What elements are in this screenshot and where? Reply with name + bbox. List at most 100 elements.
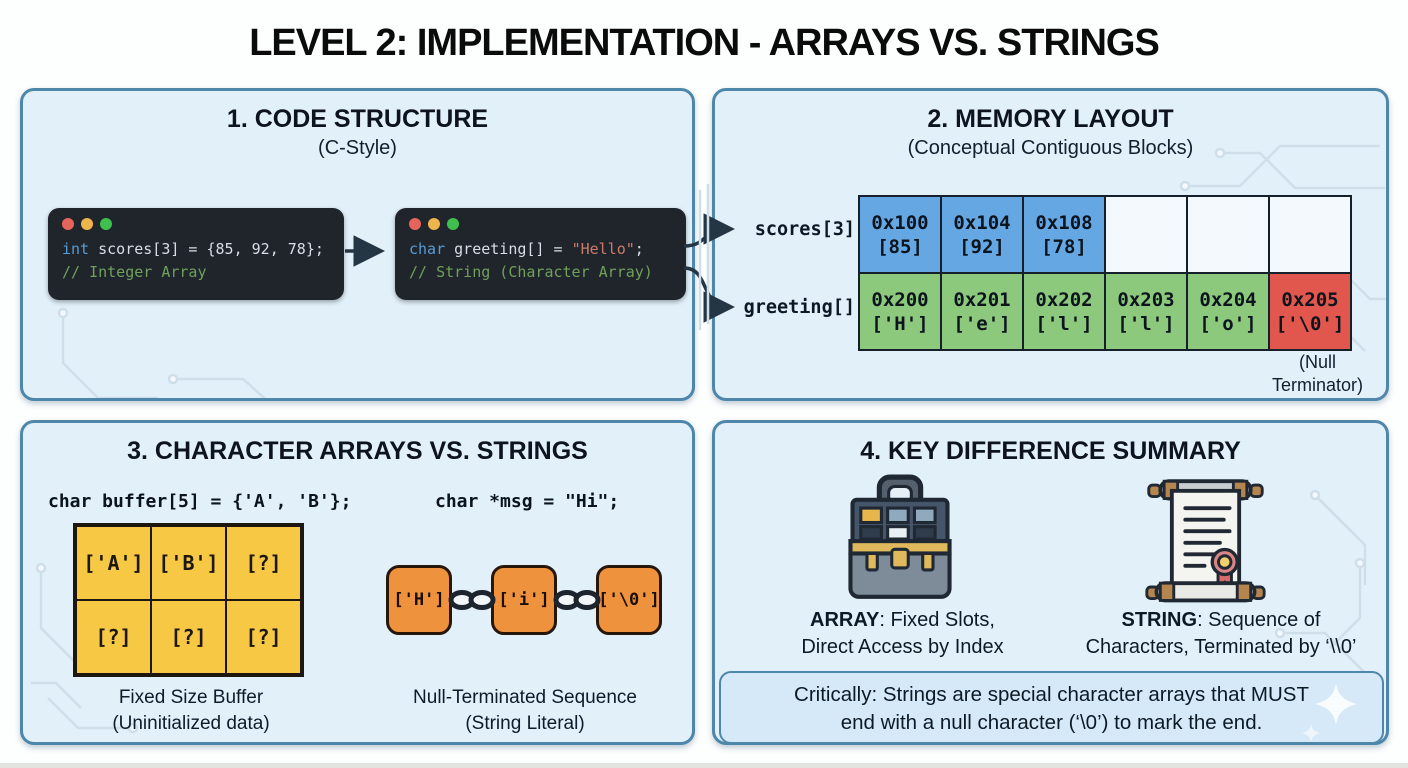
memory-cell-null-terminator: 0x205['\0'] [1269,273,1351,350]
memory-cell: 0x201['e'] [941,273,1023,350]
cell-value: ['e'] [953,312,1011,335]
null-note-line2: Terminator) [1271,375,1364,395]
cell-value: ['\0'] [1275,312,1345,335]
memory-table: 0x100[85] 0x104[92] 0x108[78] 0x200['H']… [858,195,1352,351]
string-summary-line1: STRING: Sequence of [1060,607,1382,634]
buffer-caption-line2: (Uninitialized data) [112,713,270,734]
buffer-cell: [?] [226,526,301,600]
code-line-int: int scores[3] = {85, 92, 78}; [62,238,330,261]
memory-row-label-scores: scores[3] [754,219,855,240]
memory-cell-empty [1269,196,1351,273]
buffer-cell: ['B'] [151,526,226,600]
window-buttons [409,218,672,230]
cell-address: 0x202 [1035,288,1093,311]
cell-value: [92] [959,235,1005,258]
cell-address: 0x201 [953,288,1011,311]
code-window-int-array: int scores[3] = {85, 92, 78}; // Integer… [48,208,344,300]
buffer-cell: ['A'] [76,526,151,600]
chain-node: ['H'] [386,565,452,635]
cell-address: 0x204 [1199,288,1257,311]
panel1-title: 1. CODE STRUCTURE [226,105,489,133]
cell-value: ['o'] [1199,312,1257,335]
string-term: STRING [1121,609,1198,631]
window-dot-yellow-icon [428,218,440,230]
code-comment-char: // String (Character Array) [409,263,653,281]
keyword-int: int [62,240,90,258]
cell-value: ['l'] [1035,312,1093,335]
memory-cell: 0x202['l'] [1023,273,1105,350]
panel-char-arrays-vs-strings: 3. CHARACTER ARRAYS VS. STRINGS char buf… [20,420,695,745]
string-desc: : Sequence of [1197,609,1321,631]
cell-address: 0x205 [1281,288,1339,311]
chain-caption-line1: Null-Terminated Sequence [413,687,637,708]
memory-row-label-greeting: greeting[] [743,297,855,318]
array-summary-line2: Direct Access by Index [801,636,1004,658]
code-buffer-declaration: char buffer[5] = {'A', 'B'}; [48,491,352,512]
cell-address: 0x108 [1035,211,1093,234]
panel2-title: 2. MEMORY LAYOUT [927,105,1174,133]
fixed-buffer-grid: ['A'] ['B'] [?] [?] [?] [?] [73,523,304,677]
code-window-char-array: char greeting[] = "Hello"; // String (Ch… [395,208,686,300]
code-body: greeting[] = [445,240,572,258]
memory-cell: 0x108[78] [1023,196,1105,273]
window-dot-red-icon [409,218,421,230]
buffer-caption-line1: Fixed Size Buffer [118,687,264,708]
window-buttons [62,218,330,230]
buffer-caption: Fixed Size Buffer (Uninitialized data) [61,685,321,737]
cell-address: 0x203 [1117,288,1175,311]
memory-cell: 0x104[92] [941,196,1023,273]
memory-cell-empty [1187,196,1269,273]
code-pointer-declaration: char *msg = "Hi"; [435,491,620,512]
memory-cell: 0x203['l'] [1105,273,1187,350]
array-summary: ARRAY: Fixed Slots, Direct Access by Ind… [745,607,1060,661]
buffer-cell: [?] [226,600,301,674]
chain-caption: Null-Terminated Sequence (String Literal… [375,685,675,737]
buffer-cell: [?] [76,600,151,674]
chain-node: ['\0'] [596,565,662,635]
string-literal: "Hello" [571,240,635,258]
keyword-char: char [409,240,446,258]
chain-node: ['i'] [491,565,557,635]
panel-key-difference-summary: 4. KEY DIFFERENCE SUMMARY [712,420,1389,745]
chain-link-icon [448,590,496,610]
cell-value: ['H'] [871,312,929,335]
window-dot-green-icon [447,218,459,230]
panel2-subtitle: (Conceptual Contiguous Blocks) [907,137,1194,159]
panel4-title: 4. KEY DIFFERENCE SUMMARY [860,437,1241,465]
panel3-title: 3. CHARACTER ARRAYS VS. STRINGS [127,437,588,465]
code-body: scores[3] = {85, 92, 78}; [89,240,324,258]
chain-caption-line2: (String Literal) [465,713,585,734]
string-summary-line2: Characters, Terminated by ‘\\0’ [1085,636,1357,658]
critical-note-line1: Critically: Strings are special characte… [794,683,1309,706]
window-dot-red-icon [62,218,74,230]
cell-value: [78] [1041,235,1087,258]
panel1-subtitle: (C-Style) [318,137,397,159]
cell-address: 0x200 [871,288,929,311]
cell-value: ['l'] [1117,312,1175,335]
critical-note-box: Critically: Strings are special characte… [719,671,1384,744]
scroll-icon [1145,479,1266,603]
null-terminator-note: (Null Terminator) [1210,351,1408,397]
cell-value: [85] [877,235,923,258]
cell-address: 0x100 [871,211,929,234]
panel-code-structure: 1. CODE STRUCTURE (C-Style) int scores[3… [20,88,695,401]
code-line-char: char greeting[] = "Hello"; [409,238,672,261]
page-title: LEVEL 2: IMPLEMENTATION - ARRAYS VS. STR… [249,22,1160,64]
array-desc: : Fixed Slots, [879,609,995,631]
memory-cell: 0x200['H'] [859,273,941,350]
buffer-cell: [?] [151,600,226,674]
window-dot-yellow-icon [81,218,93,230]
code-semicolon: ; [634,240,644,258]
chain-link-icon [553,590,601,610]
critical-note-line2: end with a null character (‘\0’) to mark… [840,711,1263,734]
circuit-trace [698,184,710,330]
array-summary-line1: ARRAY: Fixed Slots, [745,607,1060,634]
bottom-edge [0,763,1408,768]
panel-memory-layout: 2. MEMORY LAYOUT (Conceptual Contiguous … [712,88,1389,401]
window-dot-green-icon [100,218,112,230]
cell-address: 0x104 [953,211,1011,234]
code-comment-int: // Integer Array [62,263,207,281]
array-term: ARRAY [810,609,880,631]
string-summary: STRING: Sequence of Characters, Terminat… [1060,607,1382,661]
memory-cell-empty [1105,196,1187,273]
